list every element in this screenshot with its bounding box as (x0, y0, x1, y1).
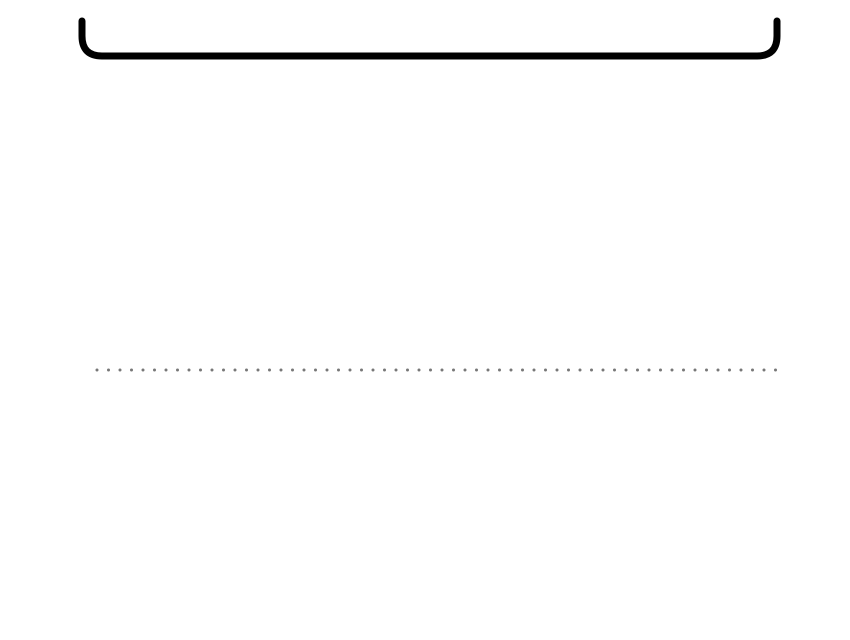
bracket-shape (78, 17, 781, 60)
